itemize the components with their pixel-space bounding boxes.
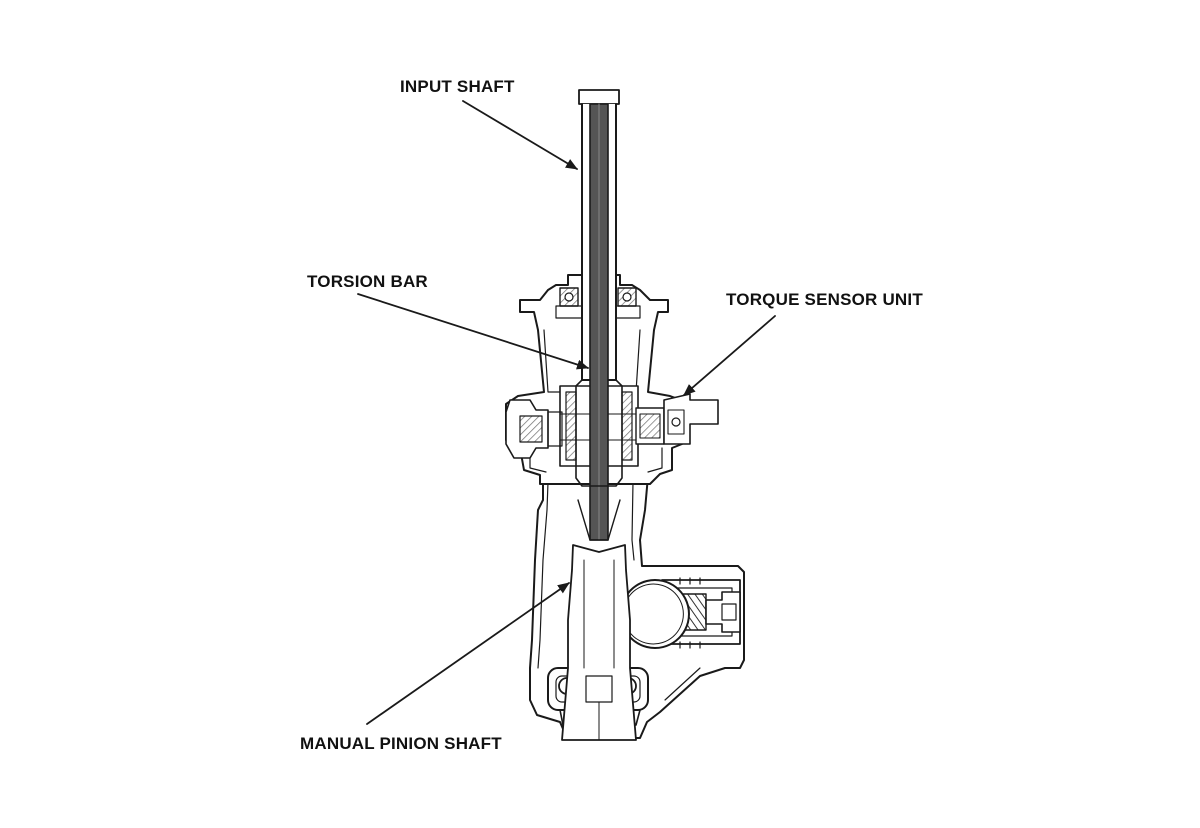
leader-manual-pinion-shaft: [366, 582, 570, 725]
label-input-shaft: INPUT SHAFT: [400, 77, 515, 96]
input-shaft: [575, 89, 623, 541]
leader-input-shaft: [462, 100, 578, 170]
leader-torque-sensor-unit: [683, 315, 776, 396]
label-torque-sensor-unit: TORQUE SENSOR UNIT: [726, 290, 923, 309]
label-torsion-bar: TORSION BAR: [307, 272, 428, 291]
manual-pinion-shaft: [561, 544, 637, 741]
label-manual-pinion-shaft: MANUAL PINION SHAFT: [300, 734, 502, 753]
leader-torsion-bar: [357, 293, 589, 370]
rack-section: [623, 579, 690, 649]
